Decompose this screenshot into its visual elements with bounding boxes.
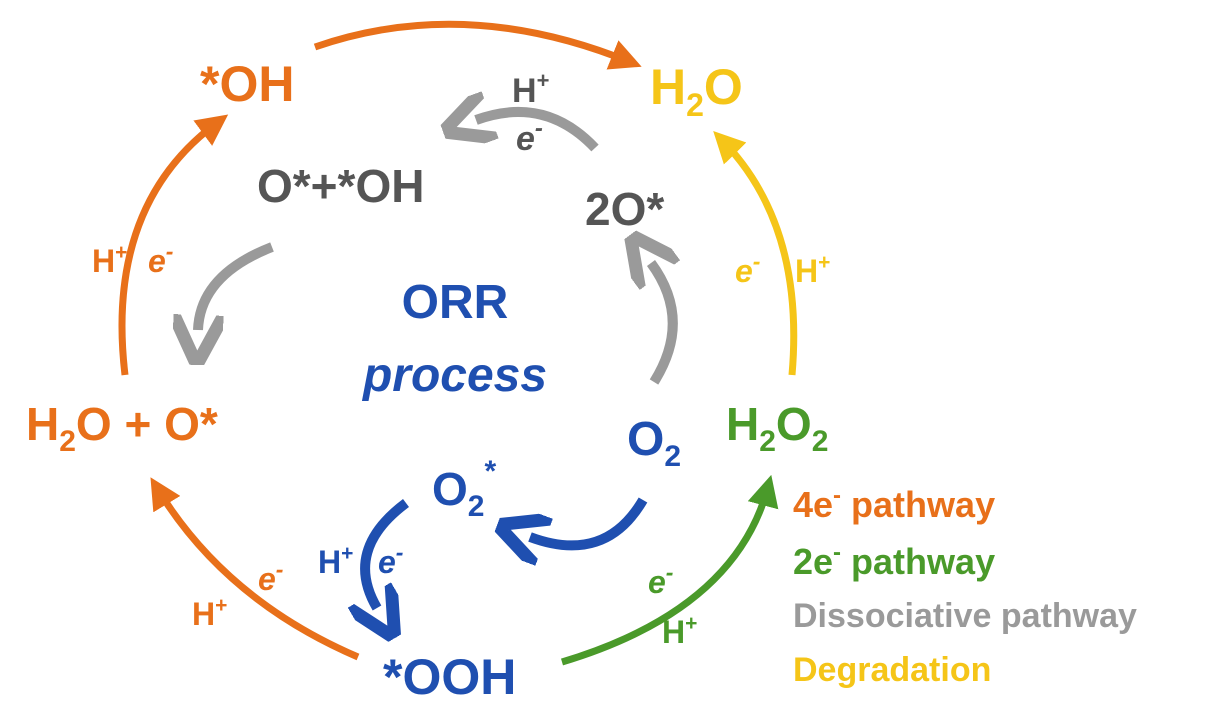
arrow-o2-to-o2-star	[530, 497, 648, 545]
arrow-o-oh-to-h2o-o	[198, 242, 274, 330]
species-o-star-oh: O*+*OH	[257, 160, 424, 212]
arrow-2o-to-o-oh	[476, 112, 599, 152]
arrow-h2o-o-to-oh	[118, 114, 229, 376]
step-label-h-plus-bottom-left: H+	[192, 594, 227, 632]
step-label-e-minus-blue: e-	[378, 539, 403, 580]
center-title: ORR	[402, 276, 509, 329]
step-label-e-minus-left: e-	[148, 238, 173, 279]
center-subtitle: process	[361, 349, 547, 402]
step-label-h-plus-left: H+	[92, 241, 127, 279]
species-h2o: H2O	[650, 59, 743, 123]
species-oh-star: *OH	[200, 56, 294, 112]
step-label-e-minus-gray: e-	[516, 115, 543, 158]
species-ooh-star: *OOH	[383, 649, 516, 705]
species-o2-star: O2*	[432, 455, 496, 523]
arrow-o2-to-2o	[651, 263, 673, 385]
legend-degradation: Degradation	[793, 651, 991, 689]
arrow-oh-to-h2o	[313, 20, 642, 70]
arrow-o2-star-to-ooh	[365, 498, 410, 608]
legend: 4e- pathway 2e- pathway Dissociative pat…	[793, 482, 1137, 689]
legend-dissociative-pathway: Dissociative pathway	[793, 597, 1137, 635]
legend-4e-pathway: 4e- pathway	[793, 482, 995, 525]
step-label-h-plus-green: H+	[662, 612, 697, 650]
arrow-h2o2-to-h2o	[713, 130, 798, 376]
species-h2o2: H2O2	[726, 398, 828, 458]
species-o2: O2	[627, 413, 681, 473]
step-label-h-plus-blue: H+	[318, 542, 353, 580]
step-label-h-plus-yellow: H+	[795, 251, 830, 289]
step-label-e-minus-green: e-	[648, 559, 673, 600]
step-label-h-plus-gray: H+	[512, 68, 549, 110]
species-h2o-plus-o-star: H2O + O*	[26, 398, 218, 458]
step-label-e-minus-yellow: e-	[735, 248, 760, 289]
step-label-e-minus-bottom-left: e-	[258, 556, 283, 597]
arrow-ooh-to-h2o-o	[150, 477, 360, 661]
species-2o-star: 2O*	[585, 183, 664, 235]
legend-2e-pathway: 2e- pathway	[793, 539, 995, 582]
arrow-ooh-to-h2o2	[560, 474, 779, 666]
